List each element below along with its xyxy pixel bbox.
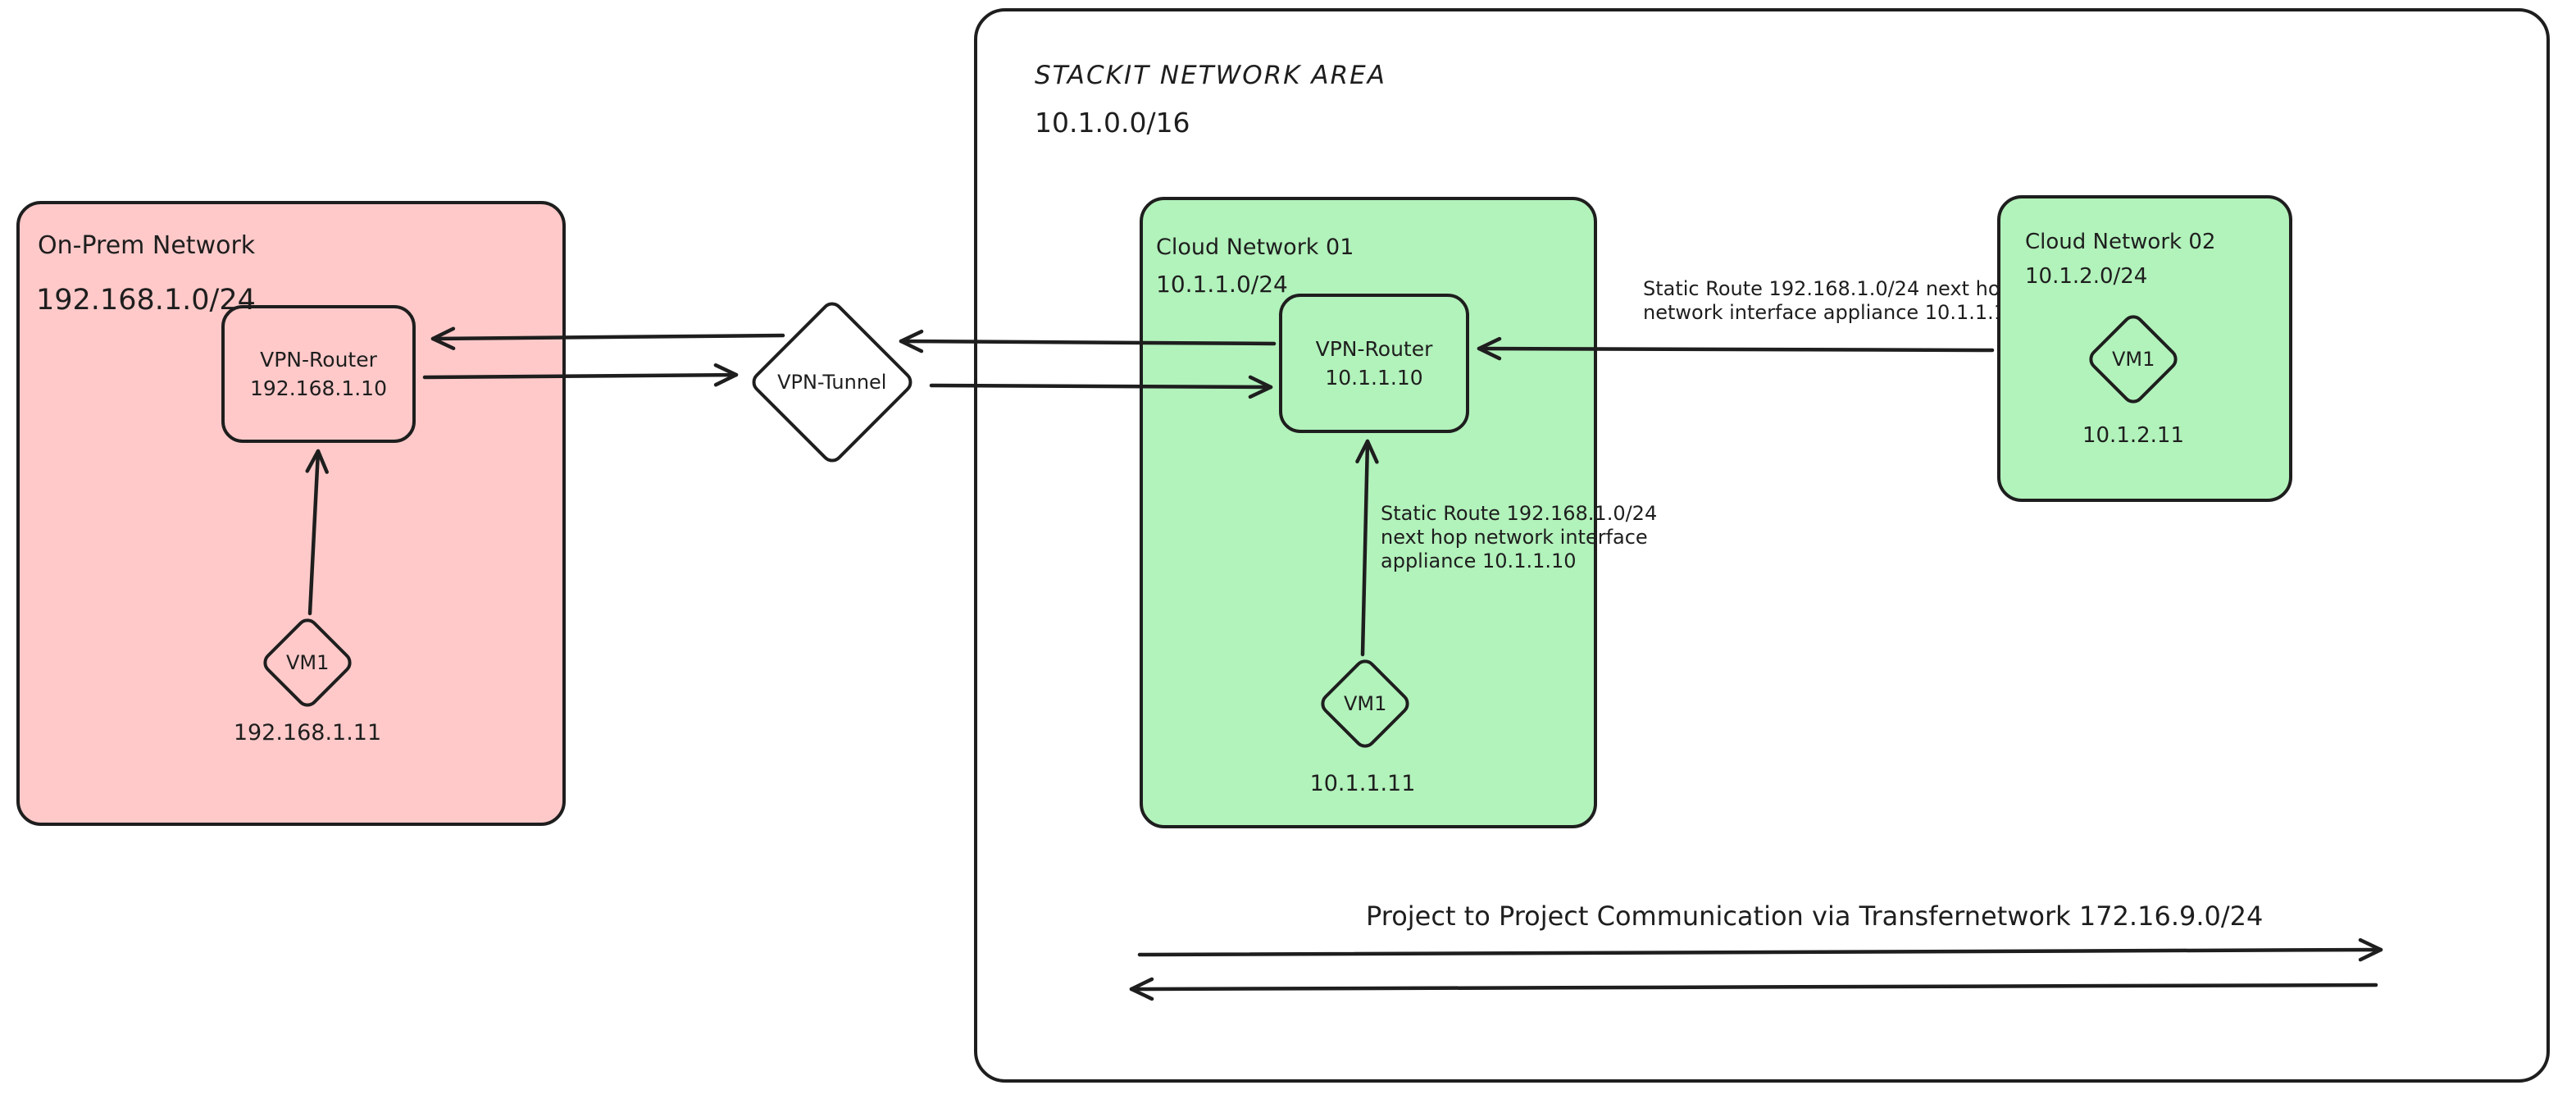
cloud01-vpn-router-ip: 10.1.1.10 xyxy=(1325,366,1423,390)
cloud01-vpn-router-label: VPN-Router xyxy=(1315,337,1433,361)
cloud01-static-route-note: Static Route 192.168.1.0/24 next hop net… xyxy=(1381,502,1658,572)
onprem-network-subnet: 192.168.1.0/24 xyxy=(36,284,256,317)
onprem-vm1-ip: 192.168.1.11 xyxy=(233,720,382,746)
onprem-network-title: On-Prem Network xyxy=(38,231,256,260)
cloud01-vm1-label: VM1 xyxy=(1343,692,1387,715)
onprem-vpn-router-node: VPN-Router 192.168.1.10 xyxy=(221,305,416,443)
cloud02-vm1-label: VM1 xyxy=(2111,348,2155,371)
cloud-network-02-box xyxy=(1997,195,2292,502)
cloud02-vm1-ip: 10.1.2.11 xyxy=(2082,423,2185,448)
cloud01-vm1-ip: 10.1.1.11 xyxy=(1309,771,1416,796)
cloud-network-02-title: Cloud Network 02 xyxy=(2025,230,2216,254)
cloud02-static-route-note: Static Route 192.168.1.0/24 next hop net… xyxy=(1643,277,2019,324)
vpn-tunnel-label: VPN-Tunnel xyxy=(777,370,887,394)
cloud01-vpn-router-node: VPN-Router 10.1.1.10 xyxy=(1279,294,1469,433)
cloud-network-02-subnet: 10.1.2.0/24 xyxy=(2025,264,2148,289)
onprem-vpn-router-label: VPN-Router xyxy=(260,348,377,372)
stackit-network-area-box xyxy=(974,8,2550,1083)
stackit-area-title: STACKIT NETWORK AREA xyxy=(1035,61,1386,90)
transfernetwork-note: Project to Project Communication via Tra… xyxy=(1366,901,2264,932)
onprem-vm1-label: VM1 xyxy=(285,651,330,674)
stackit-area-subnet: 10.1.0.0/16 xyxy=(1035,107,1190,139)
onprem-vpn-router-ip: 192.168.1.10 xyxy=(250,376,387,400)
vpn-tunnel-node: VPN-Tunnel xyxy=(747,297,917,467)
cloud-network-01-title: Cloud Network 01 xyxy=(1156,235,1354,260)
cloud-network-01-subnet: 10.1.1.0/24 xyxy=(1156,271,1288,298)
